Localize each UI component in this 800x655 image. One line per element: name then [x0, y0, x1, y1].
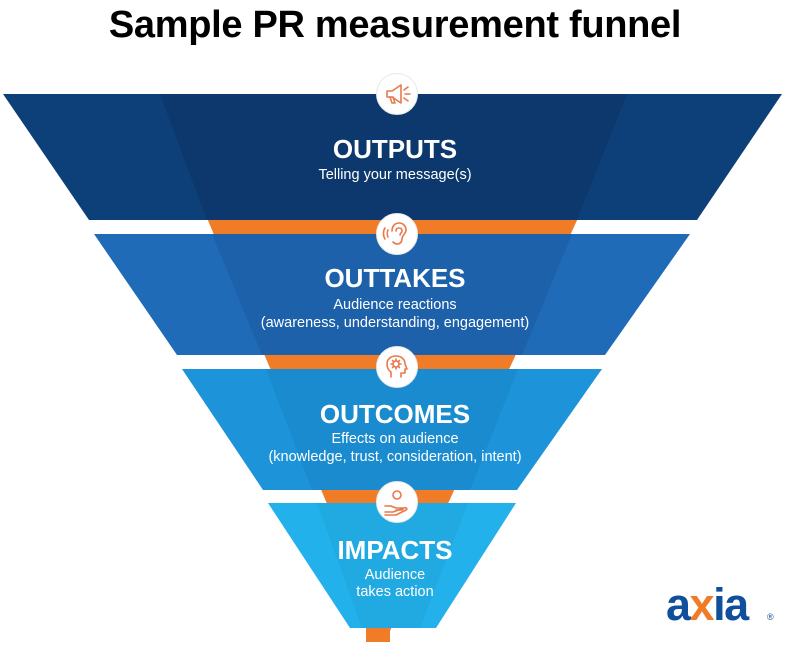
megaphone-icon	[386, 84, 411, 104]
tier-impacts-center	[317, 503, 468, 628]
funnel-tip	[366, 626, 390, 642]
tier-impacts-line-1: Audience	[364, 567, 426, 583]
page-title: Sample PR measurement funnel	[108, 4, 682, 46]
registered-mark: ®	[767, 612, 774, 622]
axia-logo: axia ®	[666, 579, 776, 636]
impacts-badge	[376, 481, 418, 523]
tier-outtakes-line-1: Audience reactions	[333, 297, 457, 313]
tier-outputs-band	[3, 94, 782, 220]
tier-outputs-line-1: Telling your message(s)	[318, 167, 472, 183]
outcomes-badge	[376, 346, 418, 388]
tier-outcomes-center	[266, 369, 518, 490]
tier-outputs-center	[160, 94, 627, 220]
tier-outcomes-line-2: (knowledge, trust, consideration, intent…	[268, 449, 522, 465]
outtakes-badge	[376, 213, 418, 255]
tier-outputs-title: OUTPUTS	[332, 134, 458, 164]
tier-impacts-line-2: takes action	[356, 584, 434, 600]
logo-wordmark: axia	[666, 579, 749, 630]
tier-outcomes-line-1: Effects on audience	[331, 431, 459, 447]
hand-person-icon	[384, 490, 408, 516]
outputs-badge	[376, 73, 418, 115]
tier-outtakes-line-2: (awareness, understanding, engagement)	[260, 315, 530, 331]
ear-icon	[382, 222, 407, 245]
tier-impacts-title: IMPACTS	[337, 535, 453, 565]
tier-outcomes-title: OUTCOMES	[319, 399, 471, 429]
tier-outtakes-center	[212, 234, 572, 355]
tier-outtakes-title: OUTTAKES	[324, 263, 466, 293]
head-gear-icon	[386, 355, 408, 378]
